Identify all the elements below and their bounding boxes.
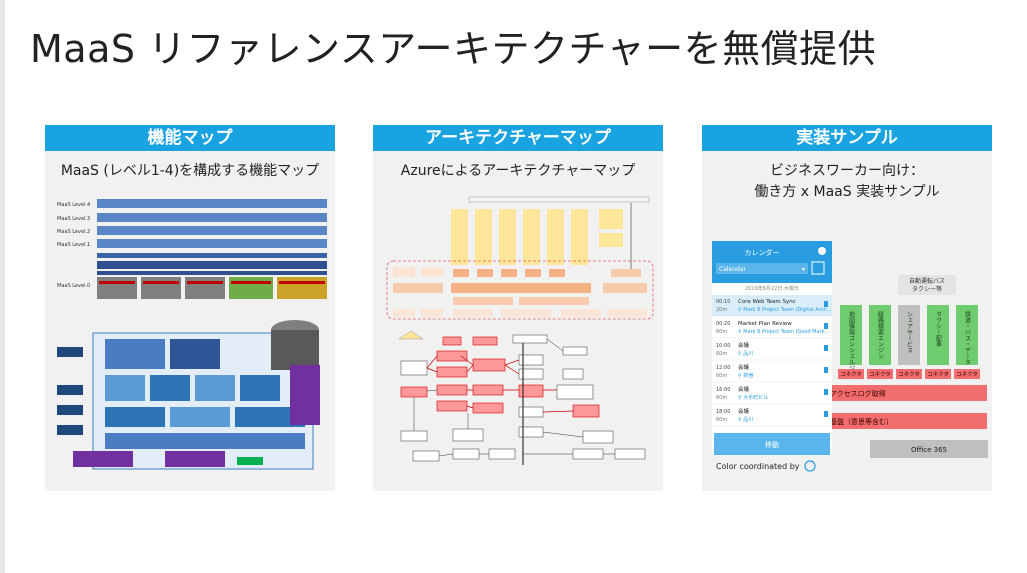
service-column [956, 305, 978, 365]
event-time: 16:00 [716, 387, 730, 393]
access-log-label: メント／アクセスログ取得 [802, 389, 886, 398]
card-header: 実装サンプル [702, 125, 992, 151]
calendar-date: 2019年8月22日 木曜日 [745, 285, 799, 292]
event-title[interactable]: 会議 [738, 363, 750, 371]
connector-label: コネクタ [927, 370, 949, 378]
data-platform-label: イル管理基盤（意思等含む） [802, 417, 893, 426]
connector-box [838, 369, 864, 379]
connector-box [954, 369, 980, 379]
add-event-icon[interactable] [818, 247, 826, 255]
trash-icon[interactable] [824, 367, 828, 373]
function-map-thumbnail: MaaS Level.4 MaaS Level.3 MaaS Level.2 M… [57, 199, 327, 470]
event-duration: 60m [716, 329, 727, 335]
trash-icon[interactable] [824, 301, 828, 307]
trash-icon[interactable] [824, 411, 828, 417]
architecture-map-thumbnail [386, 196, 654, 465]
event-time: 12:00 [716, 365, 730, 371]
data-platform-bar [797, 413, 987, 429]
event-location: ⚲ 新宿 [738, 372, 753, 379]
event-duration: 60m [716, 417, 727, 423]
event-time: 18:00 [716, 409, 730, 415]
color-credit: Color coordinated by [716, 462, 800, 471]
event-location: ⚲ Mark 8 Project Team (Good Mark... [738, 329, 830, 335]
event-title[interactable]: Core Web Team Sync [738, 299, 796, 305]
card-architecture-map: アーキテクチャーマップ Azureによるアーキテクチャーマップ [373, 125, 663, 491]
card-header: 機能マップ [45, 125, 335, 151]
card-subtitle: MaaS (レベル1-4)を構成する機能マップ [60, 163, 320, 179]
service-label: 地図情報コンシェルジュ [848, 310, 855, 377]
event-title[interactable]: Market Plan Review [738, 321, 792, 327]
level-label: MaaS Level.4 [57, 202, 90, 208]
trash-icon[interactable] [824, 345, 828, 351]
event-duration: 20m [716, 307, 727, 313]
top-box [898, 275, 956, 295]
vendor-logo [804, 460, 816, 472]
office365-box [870, 440, 988, 458]
event-time: 10:00 [716, 343, 730, 349]
connector-box [896, 369, 922, 379]
event-title[interactable]: 会議 [738, 407, 750, 415]
calendar-dropdown[interactable] [716, 263, 808, 274]
card-header: アーキテクチャーマップ [373, 125, 663, 151]
trash-icon[interactable] [824, 389, 828, 395]
service-column [927, 305, 949, 365]
calendar-dropdown-label: Calendar [719, 266, 747, 273]
connector-box [867, 369, 893, 379]
level-label: MaaS Level.2 [57, 229, 90, 235]
slide-left-edge [0, 0, 5, 573]
calendar-title: カレンダー [745, 248, 780, 257]
connector-label: コネクタ [840, 370, 862, 378]
connector-label: コネクタ [869, 370, 891, 378]
service-label: シェアサービス [906, 311, 913, 353]
card-function-map: 機能マップ MaaS (レベル1-4)を構成する機能マップ MaaS Level… [45, 125, 335, 491]
event-row-highlight [712, 295, 832, 316]
service-column [869, 305, 891, 365]
slide-title: MaaS リファレンスアーキテクチャーを無償提供 [30, 27, 877, 71]
service-label: 鉄道・バス・データ [964, 310, 971, 365]
event-duration: 60m [716, 395, 727, 401]
card-implementation-sample: 実装サンプル ビジネスワーカー向け： 働き方 x MaaS 実装サンプル 自動運… [702, 125, 992, 491]
event-location: ⚲ 大手町ビル [738, 394, 768, 401]
service-column [898, 305, 920, 365]
service-label: タクシー配車 [935, 311, 942, 348]
move-button-label: 移動 [765, 440, 779, 449]
trash-icon[interactable] [824, 323, 828, 329]
connector-box [925, 369, 951, 379]
level-label: MaaS Level.1 [57, 242, 90, 248]
top-box-line2: タクシー等 [912, 285, 942, 293]
level-label: MaaS Level.3 [57, 216, 90, 222]
office365-label: Office 365 [911, 446, 947, 454]
service-label: 経路検索エンジン [877, 310, 884, 359]
top-box-line1: 自動運転バス [909, 277, 945, 285]
card-subtitle: ビジネスワーカー向け： 働き方 x MaaS 実装サンプル [754, 163, 940, 200]
event-location: ⚲ 品川 [738, 417, 753, 423]
card-subtitle: Azureによるアーキテクチャーマップ [400, 163, 636, 179]
connector-label: コネクタ [898, 370, 920, 378]
event-title[interactable]: 会議 [738, 341, 750, 349]
event-time: 00:10 [716, 299, 730, 305]
level-label: MaaS Level.0 [57, 283, 90, 289]
chevron-down-icon[interactable]: ▾ [802, 266, 805, 273]
event-location: ⚲ Mark 8 Project Team (Digital Arch... [738, 307, 832, 313]
access-log-bar [797, 385, 987, 401]
service-column [840, 305, 862, 365]
event-title[interactable]: 会議 [738, 385, 750, 393]
move-button[interactable] [714, 433, 830, 455]
event-time: 00:20 [716, 321, 730, 327]
implementation-sample-thumbnail: 自動運転バス タクシー等 地図情報コンシェルジュコネクタ経路検索エンジンコネクタ… [712, 241, 988, 472]
event-location: ⚲ 品川 [738, 351, 753, 357]
event-duration: 60m [716, 351, 727, 357]
calendar-picker-icon[interactable] [811, 261, 825, 275]
event-duration: 60m [716, 373, 727, 379]
connector-label: コネクタ [956, 370, 978, 378]
